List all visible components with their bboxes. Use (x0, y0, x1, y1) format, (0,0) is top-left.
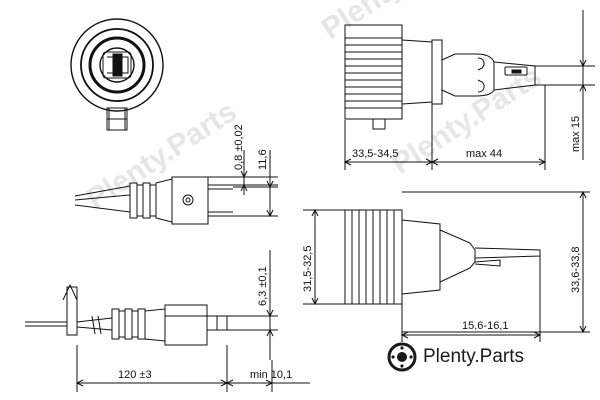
dim-lines-upper-left (208, 150, 278, 218)
dim-6-3: 6,3 ±0,1 (257, 266, 269, 306)
dim-33-5: 33,5-34,5 (352, 148, 398, 160)
dim-min10: min 10,1 (250, 369, 292, 381)
watermark-right: Plenty.Parts (386, 60, 548, 181)
bulb-side-view (344, 24, 536, 130)
brand-name: Plenty.Parts (423, 346, 524, 368)
brand-name-suffix: .Parts (474, 346, 525, 367)
dim-max44: max 44 (466, 148, 502, 160)
watermark-top: Plenty.Parts (316, 0, 478, 46)
connector-front-view (70, 18, 164, 131)
dim-33-6: 33,6-33,8 (570, 247, 582, 293)
bulb-top-view (344, 209, 541, 305)
dim-lines-upper-right (343, 10, 595, 170)
connector-side-view (74, 176, 233, 225)
dim-31-5: 31,5-32,5 (302, 246, 314, 292)
dim-max15: max 15 (570, 116, 582, 152)
gear-disc-icon (387, 342, 417, 372)
dim-120: 120 ±3 (118, 369, 152, 381)
connector-bottom-view (25, 283, 228, 346)
dim-15-6: 15,6-16,1 (462, 320, 508, 332)
dim-0-8: 0,8 ±0,02 (233, 124, 245, 170)
dim-11-6: 11,6 (257, 149, 269, 170)
dim-lines-lower-right (303, 190, 590, 342)
brand-name-main: Plenty (423, 346, 475, 367)
brand-logo: Plenty.Parts (387, 342, 524, 372)
dim-lines-lower-left (75, 250, 310, 392)
